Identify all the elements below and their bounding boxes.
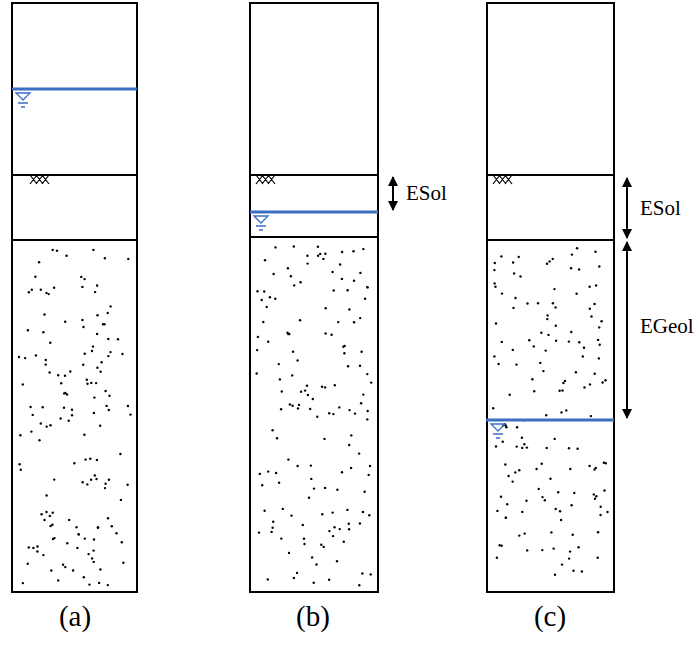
column-outline <box>12 3 137 592</box>
dimension-label: ESol <box>406 183 447 204</box>
layer-boundary <box>250 236 378 238</box>
sand-texture <box>18 245 609 586</box>
panel-label: (a) <box>59 602 91 631</box>
panel-label: (c) <box>534 602 566 631</box>
layer-boundary <box>487 239 614 241</box>
dimension-arrow <box>393 177 627 418</box>
column-outline <box>487 3 614 592</box>
column-outline <box>250 3 378 592</box>
water-table-line <box>12 89 614 420</box>
panel-label: (b) <box>296 602 330 631</box>
dimension-label: ESol <box>640 198 681 219</box>
layer-boundary <box>12 239 137 241</box>
water-table-symbol <box>16 93 505 438</box>
dimension-label: EGeol <box>640 316 694 337</box>
